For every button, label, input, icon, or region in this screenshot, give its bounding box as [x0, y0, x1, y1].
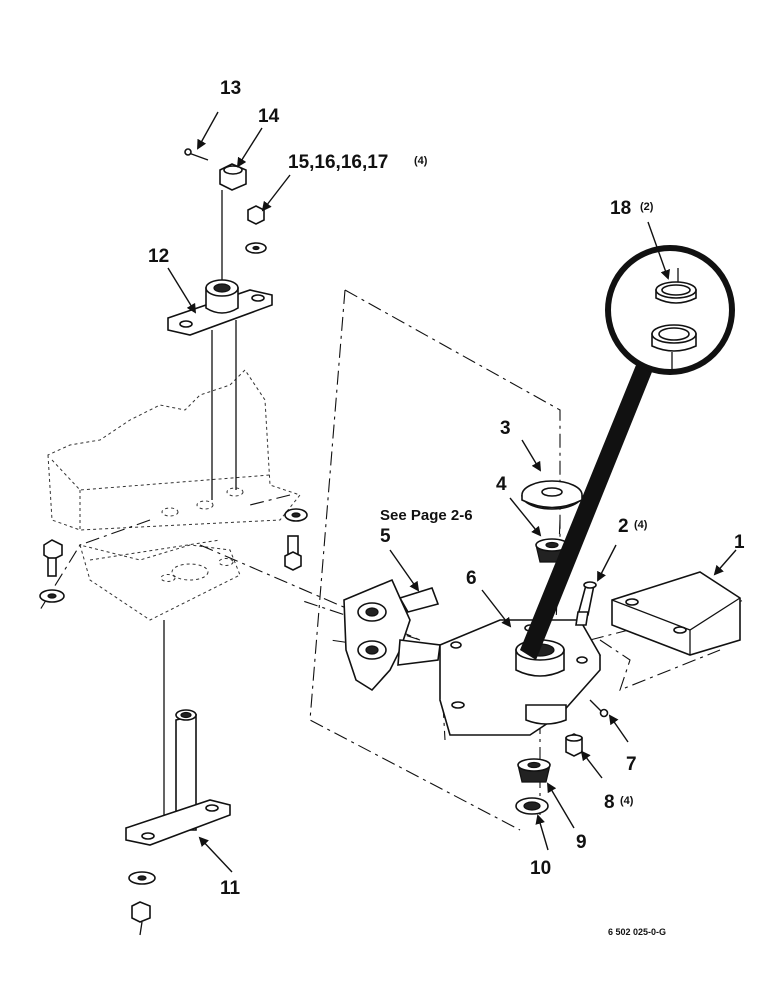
leader-lines	[167, 111, 737, 873]
cotter-pin-13	[184, 148, 209, 161]
callout-9: 9	[576, 832, 587, 853]
nut-8	[565, 733, 583, 757]
cup-3	[521, 480, 583, 510]
callout-8-qty: (4)	[620, 795, 634, 807]
callout-1: 1	[734, 532, 745, 553]
callout-5: 5	[380, 526, 391, 547]
callout-7: 7	[626, 754, 637, 775]
callout-2: 2	[618, 516, 629, 537]
yoke-5	[343, 578, 441, 692]
grease-fitting-7	[589, 699, 609, 718]
callout-13: 13	[220, 78, 241, 99]
lower-bracket-11	[125, 620, 231, 936]
callout-4: 4	[496, 474, 507, 495]
left-bolt	[39, 539, 65, 603]
nut-washer-15-17	[245, 205, 267, 254]
callout-18: 18	[610, 198, 631, 219]
detail-circle	[520, 245, 735, 660]
bolt-2	[575, 581, 597, 626]
callout-11: 11	[220, 878, 241, 899]
callout-labels: 13 14 15,16,16,17 (4) 12 18 (2) 3 4 See …	[148, 78, 745, 937]
callout-2-qty: (4)	[634, 519, 648, 531]
callout-10: 10	[530, 858, 551, 879]
callout-3: 3	[500, 418, 511, 439]
frame-bolt-right	[284, 508, 308, 571]
callout-14: 14	[258, 106, 280, 127]
figure-reference: 6 502 025-0-G	[608, 927, 666, 937]
see-page-note: See Page 2-6	[380, 507, 473, 524]
bearing-9	[517, 758, 551, 783]
plate-6	[439, 619, 601, 736]
callout-6: 6	[466, 568, 477, 589]
callout-15-17: 15,16,16,17	[288, 152, 388, 173]
callout-18-qty: (2)	[640, 201, 654, 213]
pad-1	[611, 571, 741, 656]
frame-outline	[47, 369, 301, 621]
seal-10	[515, 797, 549, 815]
callout-12: 12	[148, 246, 169, 267]
castle-nut-14	[219, 163, 247, 191]
upper-bracket-12	[167, 190, 273, 500]
callout-8: 8	[604, 792, 615, 813]
callout-15-qty: (4)	[414, 155, 428, 167]
bearing-cup-18	[651, 268, 697, 372]
